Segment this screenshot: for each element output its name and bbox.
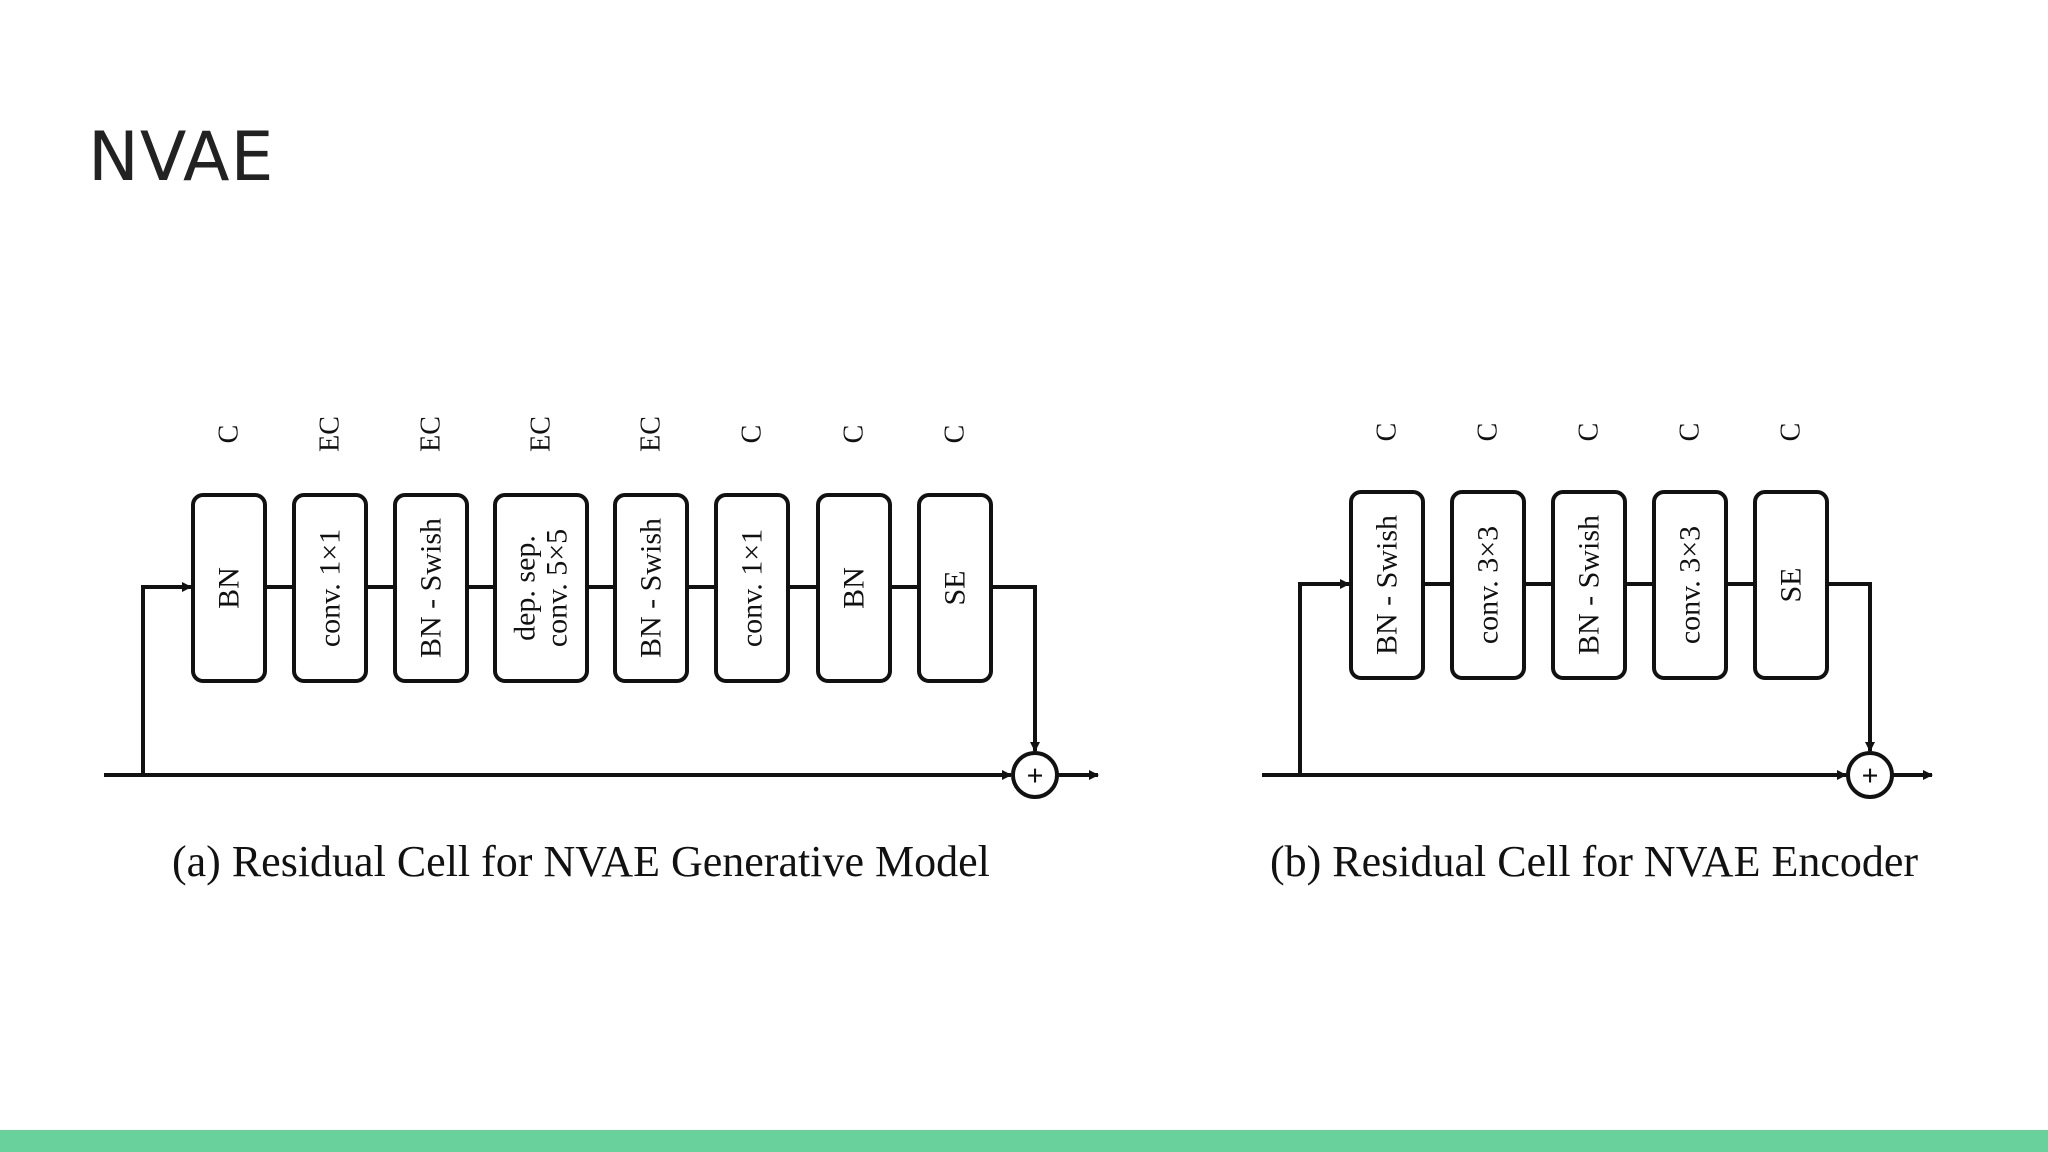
enc-block-1-label: BN - Swish bbox=[1371, 515, 1404, 655]
gen-block-7-label: BN bbox=[838, 567, 871, 609]
enc-block-1-channels: C bbox=[1372, 423, 1403, 442]
caption-generative-model: (a) Residual Cell for NVAE Generative Mo… bbox=[172, 837, 990, 886]
gen-block-4-channels: EC bbox=[526, 416, 557, 452]
gen-input-branch bbox=[141, 582, 192, 775]
enc-block-2-label: conv. 3×3 bbox=[1472, 526, 1505, 644]
accent-bar bbox=[0, 1130, 2048, 1152]
gen-block-2-label: conv. 1×1 bbox=[314, 529, 347, 647]
enc-block-3-channels: C bbox=[1574, 423, 1605, 442]
gen-block-8-channels: C bbox=[940, 425, 971, 444]
enc-block-3-label: BN - Swish bbox=[1573, 515, 1606, 655]
enc-block-4-channels: C bbox=[1675, 423, 1706, 442]
gen-block-8-label: SE bbox=[939, 570, 972, 605]
gen-block-3-channels: EC bbox=[416, 416, 447, 452]
gen-block-5-label: BN - Swish bbox=[635, 518, 668, 658]
enc-input-branch bbox=[1298, 579, 1350, 775]
enc-block-4-label: conv. 3×3 bbox=[1674, 526, 1707, 644]
slide-title: NVAE bbox=[88, 118, 275, 197]
gen-block-4-label: conv. 5×5 bbox=[541, 529, 574, 647]
gen-block-1-label: BN bbox=[213, 567, 246, 609]
enc-block-5-label: SE bbox=[1775, 567, 1808, 602]
gen-block-3-label: BN - Swish bbox=[415, 518, 448, 658]
enc-block-5-channels: C bbox=[1776, 423, 1807, 442]
enc-output-path bbox=[1827, 582, 1875, 752]
enc-block-2-channels: C bbox=[1473, 423, 1504, 442]
gen-block-2-channels: EC bbox=[315, 416, 346, 452]
enc-add-symbol: + bbox=[1861, 760, 1878, 793]
gen-block-5-channels: EC bbox=[636, 416, 667, 452]
gen-block-6-label: conv. 1×1 bbox=[736, 529, 769, 647]
gen-block-1-channels: C bbox=[214, 425, 245, 444]
gen-block-4-label: dep. sep. bbox=[509, 535, 542, 641]
gen-block-6-channels: C bbox=[737, 425, 768, 444]
gen-output-path bbox=[991, 585, 1040, 752]
caption-encoder: (b) Residual Cell for NVAE Encoder bbox=[1270, 837, 1919, 886]
gen-add-symbol: + bbox=[1026, 760, 1043, 793]
gen-block-7-channels: C bbox=[839, 425, 870, 444]
